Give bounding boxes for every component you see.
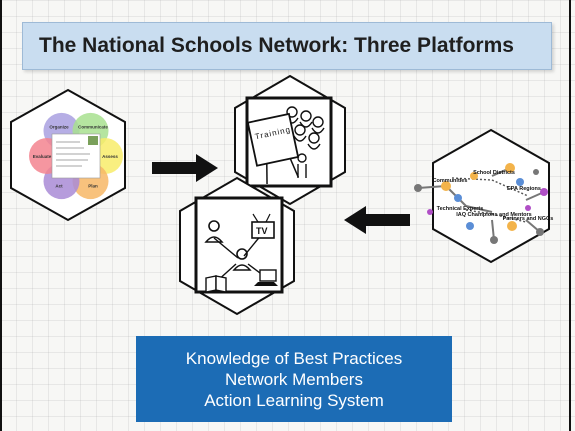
member-node-label: School Districts [473, 170, 515, 176]
hexagon-members-panel: Communities School Districts EPA Regions… [414, 128, 554, 264]
arrow-left-icon [344, 206, 410, 234]
caption-line: Knowledge of Best Practices [185, 348, 403, 368]
hexagon-training-panel: Training [234, 74, 346, 206]
member-node-label: Partners and NGOs [503, 216, 554, 222]
member-node-label: Technical Experts [437, 206, 484, 212]
person-icon [232, 248, 252, 271]
cycle-petal-label: Assess [102, 154, 118, 159]
tv-icon: TV [251, 213, 275, 239]
member-node-label: EPA Regions [507, 186, 541, 192]
member-node-label: IAQ Champions and Mentors [456, 212, 531, 218]
person-icon [204, 220, 224, 243]
tv-label: TV [256, 226, 268, 236]
caption-box: Knowledge of Best Practices Network Memb… [136, 336, 452, 422]
caption-line: Network Members [225, 369, 363, 389]
cycle-petal-label: Act [55, 183, 63, 188]
laptop-icon [254, 269, 278, 286]
cycle-petal-label: Communicate [78, 125, 108, 130]
title-banner: The National Schools Network: Three Plat… [22, 22, 552, 70]
cycle-petal-label: Organize [49, 125, 69, 130]
slide-title: The National Schools Network: Three Plat… [39, 34, 514, 57]
hexagon-outline [432, 128, 550, 264]
hexagon-network-panel: TV [179, 176, 295, 316]
member-node-label: Communities [433, 178, 468, 184]
arrow-right-icon [152, 154, 218, 182]
cycle-petal-label: Plan [88, 183, 98, 188]
caption-line: Action Learning System [204, 390, 384, 410]
cycle-petal-label: Evaluate [33, 154, 52, 159]
book-icon [205, 275, 227, 293]
